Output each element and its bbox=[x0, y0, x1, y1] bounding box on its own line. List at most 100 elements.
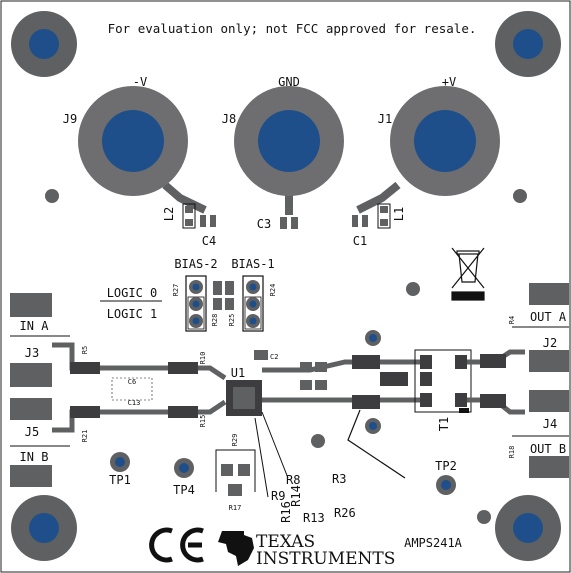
resistor-r17 bbox=[215, 449, 256, 496]
r3-refdes: R3 bbox=[332, 472, 346, 486]
resistor-r3 bbox=[352, 355, 380, 369]
t1-refdes: T1 bbox=[437, 417, 451, 431]
mounting-hole-bottom-left bbox=[11, 495, 77, 561]
tp4-label: TP4 bbox=[173, 483, 195, 497]
j5-refdes: J5 bbox=[25, 425, 39, 439]
j8-net-label: GND bbox=[278, 75, 300, 89]
resistor-out bbox=[315, 362, 327, 372]
banana-jack-j9[interactable] bbox=[78, 86, 188, 196]
resistor-r24 bbox=[225, 281, 234, 295]
r17-refdes: R17 bbox=[229, 504, 242, 512]
c3-refdes: C3 bbox=[257, 217, 271, 231]
mounting-hole-top-right bbox=[495, 11, 561, 77]
resistor-r25 bbox=[225, 298, 234, 310]
ce-mark-logo bbox=[149, 527, 204, 563]
banana-jack-j8[interactable] bbox=[234, 86, 344, 196]
sma-connector-j3[interactable] bbox=[10, 293, 70, 387]
j4-refdes: J4 bbox=[543, 417, 557, 431]
resistor-in-a bbox=[70, 362, 100, 374]
resistor-r28 bbox=[213, 298, 222, 310]
sma-connector-j4[interactable] bbox=[512, 390, 569, 478]
r25-refdes: R25 bbox=[228, 314, 236, 327]
bias1-label: BIAS-1 bbox=[231, 257, 274, 271]
texas-instruments-logo: TEXAS INSTRUMENTS bbox=[218, 531, 395, 569]
test-point-tp1[interactable] bbox=[110, 452, 130, 472]
out-a-label: OUT A bbox=[530, 310, 567, 324]
r28-refdes: R28 bbox=[211, 314, 219, 327]
leader-line bbox=[261, 411, 289, 479]
jumper-bias1[interactable] bbox=[242, 275, 264, 332]
capacitor-c2 bbox=[254, 350, 268, 360]
banana-jack-j1[interactable] bbox=[390, 86, 500, 196]
r9-refdes: R9 bbox=[271, 489, 285, 503]
j1-net-label: +V bbox=[442, 75, 456, 89]
r14-refdes: R14 bbox=[289, 485, 303, 507]
c6-refdes: C6 bbox=[128, 378, 136, 386]
trace-out-a-internal bbox=[262, 359, 420, 373]
capacitor-c1 bbox=[352, 215, 368, 227]
evaluation-notice: For evaluation only; not FCC approved fo… bbox=[108, 21, 477, 36]
j2-refdes: J2 bbox=[543, 336, 557, 350]
out-b-label: OUT B bbox=[530, 442, 566, 456]
sma-connector-j5[interactable] bbox=[10, 398, 70, 487]
in-b-label: IN B bbox=[20, 450, 49, 464]
inductor-l1 bbox=[377, 203, 391, 229]
r8-refdes: R8 bbox=[286, 473, 300, 487]
via bbox=[311, 434, 325, 448]
trace-j9 bbox=[162, 181, 207, 214]
logic0-label: LOGIC 0 bbox=[107, 286, 158, 300]
via bbox=[406, 282, 420, 296]
jumper-bias2[interactable] bbox=[185, 275, 207, 332]
tp2-label: TP2 bbox=[435, 459, 457, 473]
c13-refdes: C13 bbox=[128, 399, 141, 407]
resistor-out bbox=[300, 362, 312, 372]
l1-refdes: L1 bbox=[392, 207, 406, 221]
resistor-r18 bbox=[480, 394, 506, 408]
u1-refdes: U1 bbox=[231, 366, 245, 380]
r16-refdes: R16 bbox=[279, 501, 293, 523]
cap-outline bbox=[111, 377, 153, 401]
j9-net-label: -V bbox=[133, 75, 147, 89]
sma-connector-j2[interactable] bbox=[512, 283, 569, 372]
c2-refdes: C2 bbox=[270, 353, 278, 361]
r18-refdes: R18 bbox=[508, 446, 516, 459]
ti-logo-line2: INSTRUMENTS bbox=[256, 549, 395, 569]
r21-refdes: R21 bbox=[81, 430, 89, 443]
ti-logo-line1: TEXAS bbox=[256, 532, 315, 552]
resistor-out bbox=[300, 380, 312, 390]
inductor-l2 bbox=[182, 203, 196, 229]
bias2-label: BIAS-2 bbox=[174, 257, 217, 271]
l2-refdes: L2 bbox=[162, 207, 176, 221]
trace-j1 bbox=[356, 181, 401, 214]
resistor-series-b bbox=[352, 395, 380, 409]
j1-refdes: J1 bbox=[378, 112, 392, 126]
test-point-tp4[interactable] bbox=[174, 458, 194, 478]
r10-refdes: R10 bbox=[199, 352, 207, 365]
transformer-t1 bbox=[414, 349, 472, 413]
capacitor-c3 bbox=[280, 217, 298, 229]
capacitor-c4 bbox=[200, 215, 216, 227]
in-a-label: IN A bbox=[20, 319, 50, 333]
r26-refdes: R26 bbox=[334, 506, 356, 520]
resistor-out bbox=[315, 380, 327, 390]
tp1-label: TP1 bbox=[109, 473, 131, 487]
via bbox=[477, 510, 491, 524]
r29-refdes: R29 bbox=[231, 434, 239, 447]
r24-refdes: R24 bbox=[269, 284, 277, 297]
board-name: AMPS241A bbox=[404, 536, 463, 550]
r13-refdes: R13 bbox=[303, 511, 325, 525]
r4-refdes: R4 bbox=[508, 316, 516, 324]
logic1-label: LOGIC 1 bbox=[107, 307, 158, 321]
resistor-r27 bbox=[213, 281, 222, 295]
leader-line bbox=[254, 417, 269, 498]
resistor-r10 bbox=[168, 362, 198, 374]
resistor-r15 bbox=[168, 406, 198, 418]
resistor-term bbox=[380, 372, 408, 386]
test-point-tp2[interactable] bbox=[436, 475, 456, 495]
j3-refdes: J3 bbox=[25, 346, 39, 360]
ic-u1 bbox=[226, 380, 262, 416]
mounting-hole-bottom-right bbox=[495, 495, 561, 561]
outline-r3 bbox=[347, 409, 406, 479]
via bbox=[45, 189, 59, 203]
j8-refdes: J8 bbox=[222, 112, 236, 126]
